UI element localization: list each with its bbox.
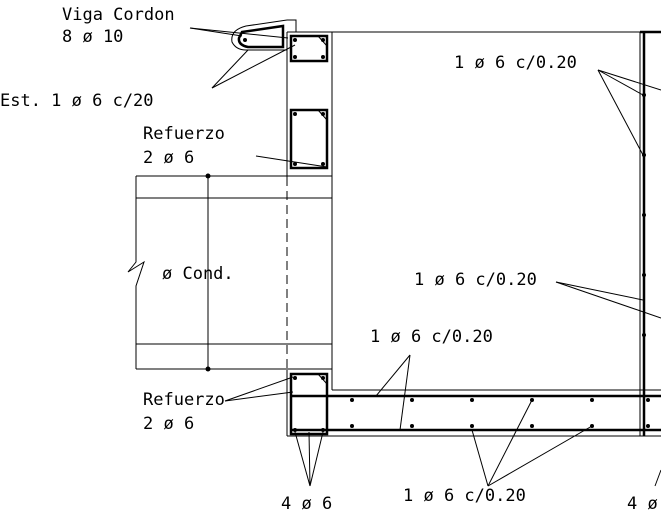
- refuerzo-bottom-bars-label: 2 ø 6: [143, 414, 194, 434]
- bottom-slab-rebar: [291, 394, 661, 432]
- pipe-conduit: [127, 173, 332, 372]
- refuerzo-top-bars-label: 2 ø 6: [143, 148, 194, 168]
- estribo-label: Est. 1 ø 6 c/20: [0, 91, 154, 111]
- leader-lines: [189, 27, 661, 487]
- rebar-floor-top-label: 1 ø 6 c/0.20: [370, 327, 493, 347]
- concrete-outline: [286, 31, 661, 437]
- bottom-mid-bars-label: 1 ø 6 c/0.20: [403, 486, 526, 506]
- viga-cordon-bars-label: 8 ø 10: [62, 27, 123, 47]
- refuerzo-top-label: Refuerzo: [143, 124, 225, 144]
- rebar-right-top-label: 1 ø 6 c/0.20: [454, 53, 577, 73]
- bottom-left-bars-label: 4 ø 6: [281, 494, 332, 514]
- viga-cordon-label: Viga Cordon: [62, 5, 175, 25]
- viga-cordon-shape: [231, 19, 297, 51]
- refuerzo-bottom-label: Refuerzo: [143, 390, 225, 410]
- bottom-right-bars-label: 4 ø: [627, 494, 658, 514]
- stirrups-left-wall: [289, 34, 329, 436]
- annotation-labels: Viga Cordon 8 ø 10 Est. 1 ø 6 c/20 Refue…: [0, 5, 658, 514]
- right-wall-rebar: [640, 30, 661, 436]
- pipe-label: ø Cond.: [162, 264, 234, 284]
- rebar-right-mid-label: 1 ø 6 c/0.20: [414, 270, 537, 290]
